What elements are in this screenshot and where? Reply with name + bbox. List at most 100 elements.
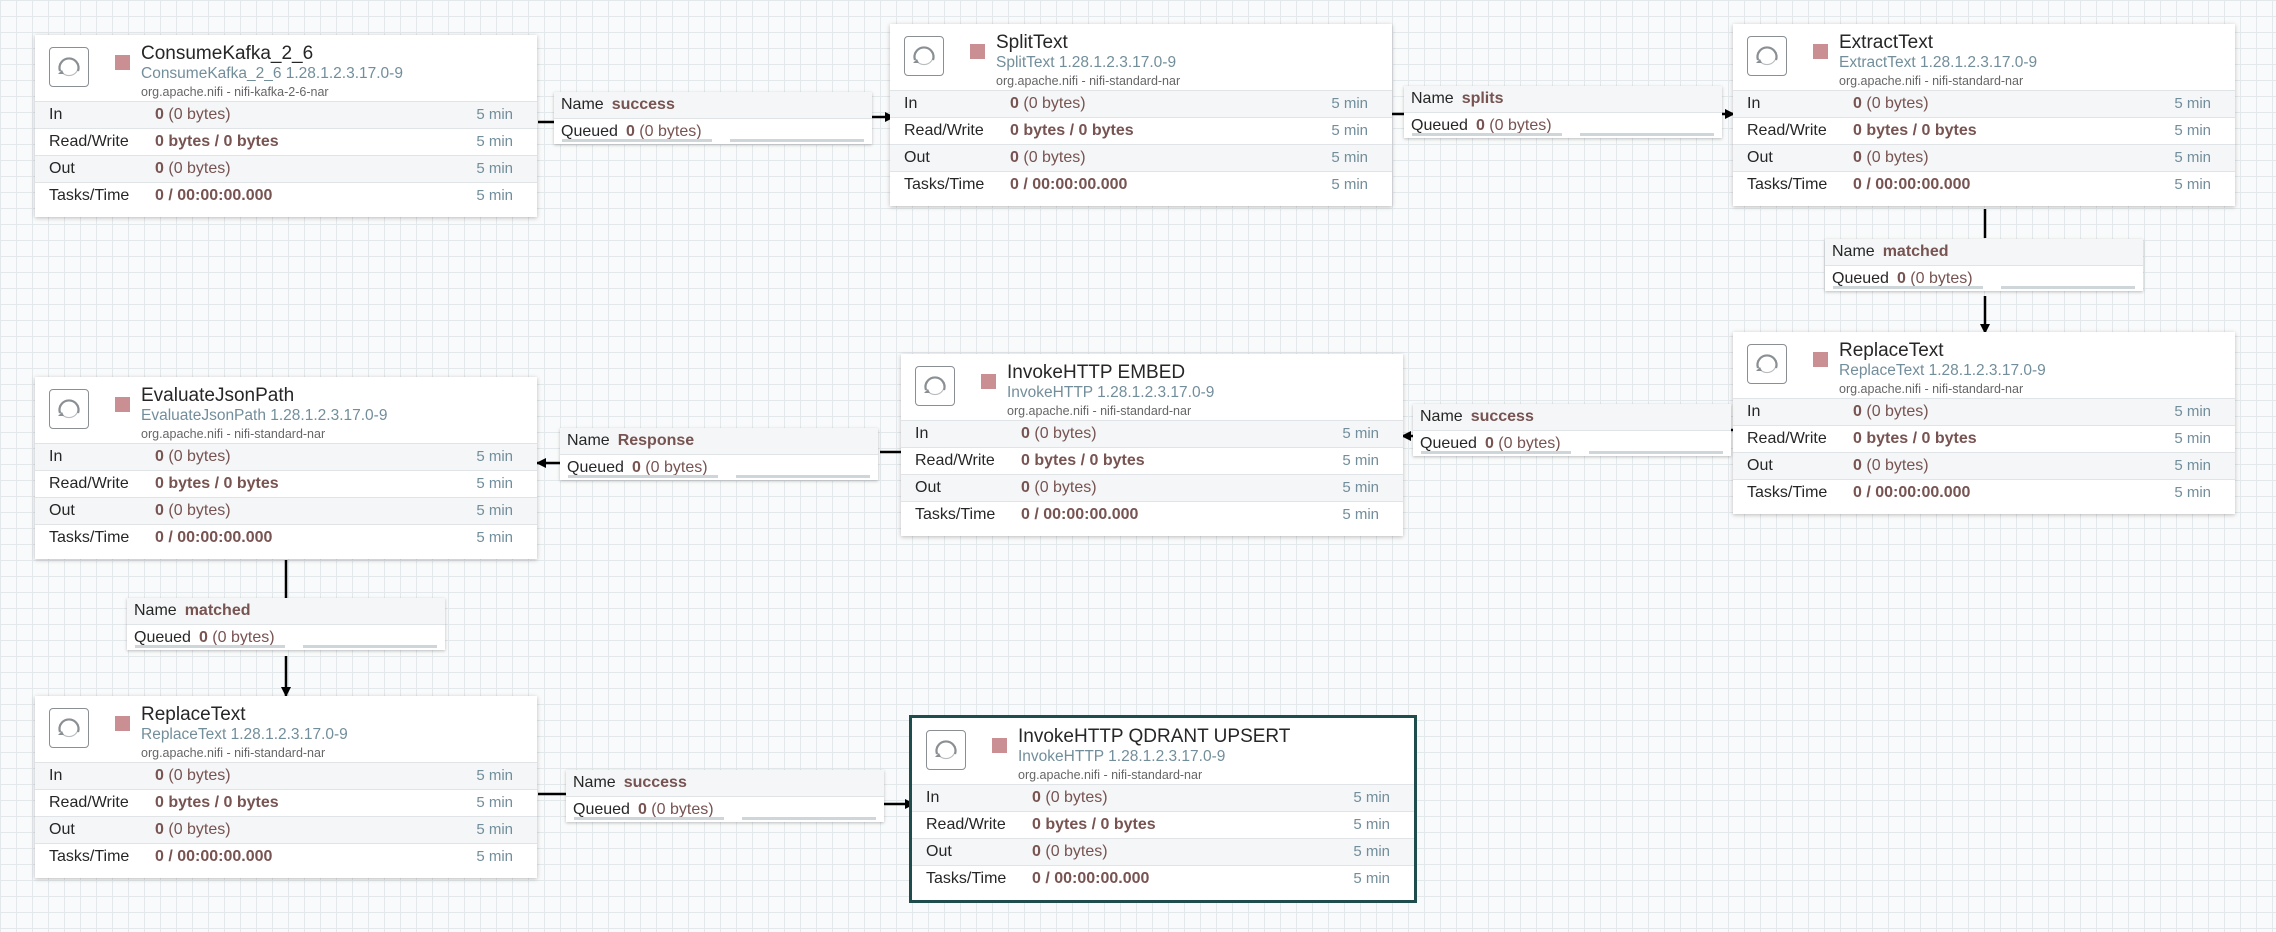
stat-in: In 0 (0 bytes) 5 min bbox=[1733, 90, 2235, 117]
stat-in: In 0 (0 bytes) 5 min bbox=[912, 784, 1414, 811]
stat-value: 0 (0 bytes) bbox=[155, 448, 231, 465]
stat-value: 0 (0 bytes) bbox=[1853, 457, 1929, 474]
stopped-icon bbox=[992, 738, 1007, 753]
processor-icon bbox=[49, 47, 89, 87]
stat-label: Read/Write bbox=[915, 452, 995, 469]
stat-value: 0 / 00:00:00.000 bbox=[155, 529, 273, 546]
processor-invoke-http-qdrant[interactable]: InvokeHTTP QDRANT UPSERT InvokeHTTP 1.28… bbox=[909, 715, 1417, 903]
processor-type: ReplaceText 1.28.1.2.3.17.0-9 bbox=[141, 726, 348, 743]
stat-out: Out 0 (0 bytes) 5 min bbox=[35, 816, 537, 843]
stat-label: Tasks/Time bbox=[915, 506, 996, 523]
queue-size-bar bbox=[736, 475, 870, 478]
stat-label: In bbox=[915, 425, 929, 442]
stat-tasks-time: Tasks/Time 0 / 00:00:00.000 5 min bbox=[1733, 479, 2235, 506]
stat-time: 5 min bbox=[476, 106, 513, 123]
connection-queued-label: Queued bbox=[561, 123, 618, 140]
stat-out: Out 0 (0 bytes) 5 min bbox=[35, 497, 537, 524]
stat-value: 0 / 00:00:00.000 bbox=[1032, 870, 1150, 887]
processor-invoke-http-embed[interactable]: InvokeHTTP EMBED InvokeHTTP 1.28.1.2.3.1… bbox=[901, 354, 1403, 536]
stat-label: In bbox=[49, 767, 63, 784]
connection-relationship: splits bbox=[1461, 90, 1504, 107]
stopped-icon bbox=[115, 55, 130, 70]
connection-relationship: matched bbox=[1882, 243, 1949, 260]
stopped-icon bbox=[981, 374, 996, 389]
stat-value: 0 (0 bytes) bbox=[1032, 789, 1108, 806]
processor-name: EvaluateJsonPath bbox=[141, 385, 295, 406]
stat-time: 5 min bbox=[476, 187, 513, 204]
stat-time: 5 min bbox=[476, 794, 513, 811]
processor-extract-text[interactable]: ExtractText ExtractText 1.28.1.2.3.17.0-… bbox=[1733, 24, 2235, 206]
stat-time: 5 min bbox=[476, 767, 513, 784]
processor-bundle: org.apache.nifi - nifi-kafka-2-6-nar bbox=[141, 85, 329, 99]
stat-label: Read/Write bbox=[49, 133, 129, 150]
processor-type: EvaluateJsonPath 1.28.1.2.3.17.0-9 bbox=[141, 407, 388, 424]
processor-icon bbox=[49, 708, 89, 748]
queue-count-bar bbox=[1421, 451, 1571, 454]
stat-time: 5 min bbox=[1353, 843, 1390, 860]
connection-name-label: Name bbox=[573, 774, 616, 791]
stat-time: 5 min bbox=[2174, 149, 2211, 166]
stat-time: 5 min bbox=[2174, 95, 2211, 112]
stat-label: Tasks/Time bbox=[1747, 484, 1828, 501]
processor-name: InvokeHTTP EMBED bbox=[1007, 362, 1186, 383]
processor-type: SplitText 1.28.1.2.3.17.0-9 bbox=[996, 54, 1177, 71]
stat-time: 5 min bbox=[476, 848, 513, 865]
stat-value: 0 bytes / 0 bytes bbox=[1010, 122, 1134, 139]
processor-replace-text-1[interactable]: ReplaceText ReplaceText 1.28.1.2.3.17.0-… bbox=[1733, 332, 2235, 514]
stat-value: 0 (0 bytes) bbox=[1010, 149, 1086, 166]
line-replace-to-qdrant[interactable] bbox=[538, 792, 914, 804]
connection-relationship: matched bbox=[184, 602, 251, 619]
stopped-icon bbox=[115, 397, 130, 412]
connection-queued-count: 0 bbox=[198, 629, 208, 646]
stat-value: 0 bytes / 0 bytes bbox=[1021, 452, 1145, 469]
stat-in: In 0 (0 bytes) 5 min bbox=[35, 101, 537, 128]
stat-time: 5 min bbox=[1331, 95, 1368, 112]
stat-read-write: Read/Write 0 bytes / 0 bytes 5 min bbox=[912, 811, 1414, 838]
processor-header: SplitText SplitText 1.28.1.2.3.17.0-9 or… bbox=[890, 24, 1392, 90]
processor-bundle: org.apache.nifi - nifi-standard-nar bbox=[1839, 382, 2024, 396]
stopped-icon bbox=[1813, 352, 1828, 367]
line-invoke-to-evaluate[interactable] bbox=[537, 450, 902, 463]
stat-label: Tasks/Time bbox=[926, 870, 1007, 887]
processor-bundle: org.apache.nifi - nifi-standard-nar bbox=[141, 427, 326, 441]
stat-time: 5 min bbox=[1342, 506, 1379, 523]
queue-size-bar bbox=[742, 817, 876, 820]
stat-in: In 0 (0 bytes) 5 min bbox=[35, 443, 537, 470]
stat-time: 5 min bbox=[476, 821, 513, 838]
processor-name: InvokeHTTP QDRANT UPSERT bbox=[1018, 726, 1291, 747]
processor-evaluate-json-path[interactable]: EvaluateJsonPath EvaluateJsonPath 1.28.1… bbox=[35, 377, 537, 559]
connection-queued-label: Queued bbox=[134, 629, 191, 646]
stat-value: 0 (0 bytes) bbox=[155, 160, 231, 177]
connection-queued-label: Queued bbox=[1832, 270, 1889, 287]
connection-queued-size: (0 bytes) bbox=[1910, 270, 1973, 287]
connection-queued-label: Queued bbox=[1420, 435, 1477, 452]
processor-consume-kafka[interactable]: ConsumeKafka_2_6 ConsumeKafka_2_6 1.28.1… bbox=[35, 35, 537, 217]
stat-out: Out 0 (0 bytes) 5 min bbox=[1733, 144, 2235, 171]
processor-replace-text-2[interactable]: ReplaceText ReplaceText 1.28.1.2.3.17.0-… bbox=[35, 696, 537, 878]
processor-name: ConsumeKafka_2_6 bbox=[141, 43, 314, 64]
stat-time: 5 min bbox=[1342, 425, 1379, 442]
stat-label: In bbox=[926, 789, 940, 806]
connection-queued-count: 0 bbox=[1475, 117, 1485, 134]
stat-out: Out 0 (0 bytes) 5 min bbox=[912, 838, 1414, 865]
stat-label: In bbox=[1747, 403, 1761, 420]
queue-count-bar bbox=[574, 817, 724, 820]
stat-value: 0 bytes / 0 bytes bbox=[155, 133, 279, 150]
connection-queued-label: Queued bbox=[567, 459, 624, 476]
stat-label: Out bbox=[904, 149, 930, 166]
stat-tasks-time: Tasks/Time 0 / 00:00:00.000 5 min bbox=[901, 501, 1403, 528]
processor-split-text[interactable]: SplitText SplitText 1.28.1.2.3.17.0-9 or… bbox=[890, 24, 1392, 206]
stat-out: Out 0 (0 bytes) 5 min bbox=[890, 144, 1392, 171]
stat-label: Tasks/Time bbox=[49, 187, 130, 204]
